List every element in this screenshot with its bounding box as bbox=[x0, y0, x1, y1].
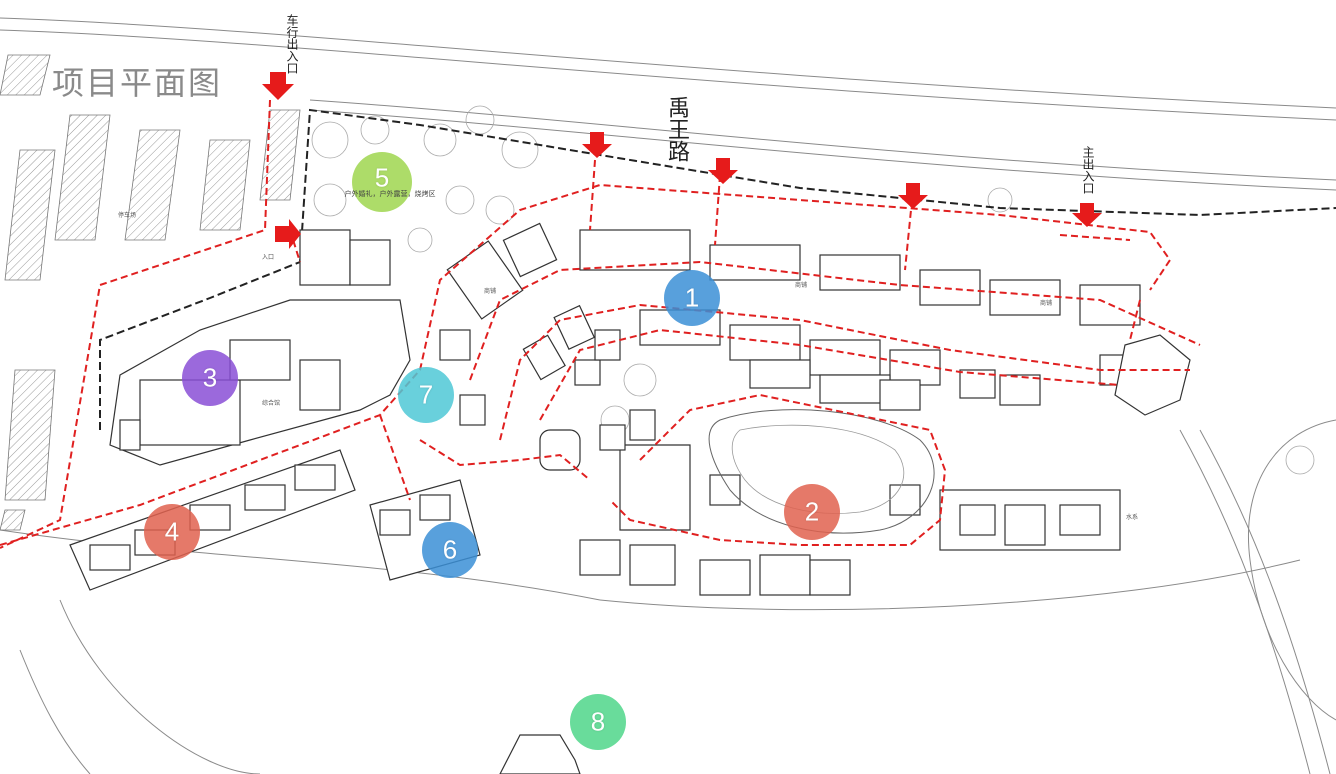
road-lines bbox=[0, 17, 1336, 774]
site-boundary bbox=[99, 108, 1336, 430]
walking-paths bbox=[0, 99, 1201, 549]
zone-marker-7 bbox=[398, 367, 454, 423]
zone-marker-5 bbox=[352, 152, 412, 212]
zone-marker-3 bbox=[182, 350, 238, 406]
page-title: 项目平面图 bbox=[52, 64, 223, 102]
arrow-road-1 bbox=[582, 132, 612, 158]
zone-markers bbox=[144, 152, 840, 750]
zone-marker-8 bbox=[570, 694, 626, 750]
zone-marker-1 bbox=[664, 270, 720, 326]
arrow-main-entrance bbox=[1072, 203, 1102, 227]
zone-5-note: 户外婚礼，户外露营，烧烤区 bbox=[344, 190, 436, 198]
hall-label: 综合馆 bbox=[262, 400, 281, 407]
parking-stalls bbox=[0, 54, 301, 531]
zone-marker-6 bbox=[422, 522, 478, 578]
main-entrance-label: 主出入口 bbox=[1081, 146, 1095, 194]
entrance-arrows bbox=[262, 72, 1102, 249]
water-label: 水系 bbox=[1126, 514, 1139, 521]
shop-label-b: 商铺 bbox=[795, 282, 808, 289]
arrow-side-entrance bbox=[275, 219, 301, 249]
arrow-vehicle-entrance bbox=[262, 72, 294, 100]
road-label: 禹王路 bbox=[664, 96, 689, 162]
vehicle-entrance-label: 车行出入口 bbox=[285, 14, 299, 74]
arrow-road-2 bbox=[708, 158, 738, 184]
shop-label-a: 商铺 bbox=[484, 288, 497, 295]
arrow-road-3 bbox=[898, 183, 928, 209]
zone-marker-4 bbox=[144, 504, 200, 560]
parking-label: 停车场 bbox=[118, 212, 137, 219]
zone-marker-2 bbox=[784, 484, 840, 540]
shop-label-c: 商铺 bbox=[1040, 300, 1053, 307]
entry-gate-label: 入口 bbox=[262, 254, 275, 261]
